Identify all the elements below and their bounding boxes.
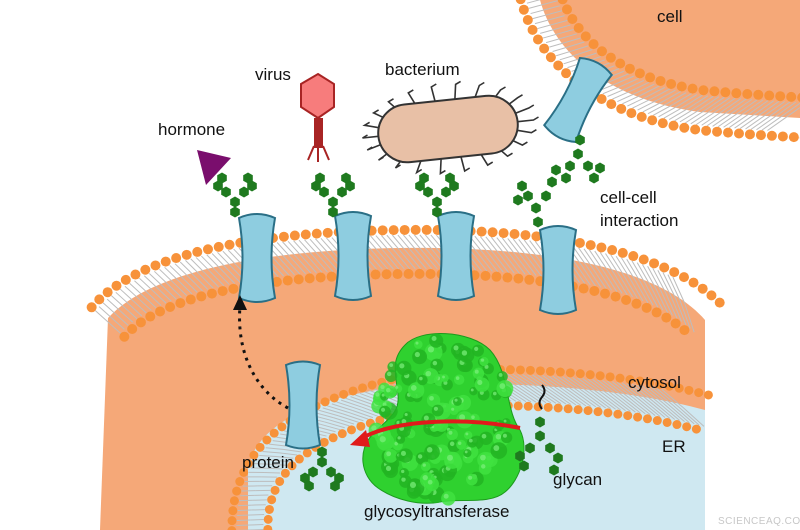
sugar-residue [441,186,451,198]
sugar-residue [330,480,340,492]
sugar-residue [541,190,551,202]
glycosyltransferase-enzyme [362,333,525,506]
receptor-protein-cell-cell [538,225,578,315]
sugar-residue [535,430,545,442]
sugar-residue [589,172,599,184]
sugar-residue [315,172,325,184]
sugar-residue [523,190,533,202]
sugar-residue [217,172,227,184]
sugar-residue [553,452,563,464]
sugar-residue [595,162,605,174]
watermark: SCIENCEAQ.COM [718,516,800,527]
sugar-residue [328,206,338,218]
label-interaction: interaction [600,211,678,230]
er-protein [284,360,322,450]
sugar-residue [573,148,583,160]
sugar-residue [345,180,355,192]
neighbor-cell [515,0,800,143]
sugar-residue [513,194,523,206]
sugar-residue [300,472,310,484]
sugar-residue [304,480,314,492]
sugar-residue [213,180,223,192]
sugar-residue [575,134,585,146]
sugar-residue [334,472,344,484]
membrane-proteins [237,56,614,450]
sugar-residue [561,172,571,184]
sugar-residue [221,186,231,198]
sugar-residue [230,206,240,218]
neighbor-cell-membrane [515,0,800,143]
sugar-residue [319,186,329,198]
sugar-residue [230,196,240,208]
sugar-residue [545,442,555,454]
label-glycosyltransferase: glycosyltransferase [364,502,510,521]
sugar-residue [515,450,525,462]
sugar-residue [449,180,459,192]
sugar-residue [525,442,535,454]
sugar-residue [531,202,541,214]
sugar-residue [311,180,321,192]
sugar-residue [535,416,545,428]
label-hormone: hormone [158,120,225,139]
receptor-protein-virus [333,211,373,301]
label-cytosol: cytosol [628,373,681,392]
bacterium [362,80,539,176]
sugar-residue [341,172,351,184]
transfer-arrow-head [350,430,370,447]
sugar-residue [583,160,593,172]
sugar-residue [432,196,442,208]
transport-arrow-head [233,295,247,310]
label-virus: virus [255,65,291,84]
sugar-residue [247,180,257,192]
sugar-residue [308,466,318,478]
sugar-residue [519,460,529,472]
receptor-protein-hormone [237,213,277,303]
label-protein: protein [242,453,294,472]
sugar-residue [551,164,561,176]
label-bacterium: bacterium [385,60,460,79]
glycan-anchor [538,384,546,410]
sugar-residue [243,172,253,184]
sugar-residue [317,446,327,458]
hormone-triangle [197,150,231,185]
receptor-protein-bacterium [436,211,476,301]
label-glycan: glycan [553,470,602,489]
sugar-residue [423,186,433,198]
virus [300,72,335,162]
label-cell: cell [657,7,683,26]
sugar-residue [533,216,543,228]
sugar-residue [517,180,527,192]
sugar-residue [239,186,249,198]
label-er: ER [662,437,686,456]
sugar-residue [432,206,442,218]
sugar-residue [549,464,559,476]
sugar-residue [565,160,575,172]
sugar-residue [419,172,429,184]
sugar-residue [547,176,557,188]
sugar-residue [326,466,336,478]
sugar-residue [415,180,425,192]
sugar-residue [328,196,338,208]
glycan-chains [213,134,605,492]
transfer-red-arrow [361,419,521,440]
sugar-residue [445,172,455,184]
sugar-residue [317,456,327,468]
sugar-residue [337,186,347,198]
label-cell-cell: cell-cell [600,188,657,207]
